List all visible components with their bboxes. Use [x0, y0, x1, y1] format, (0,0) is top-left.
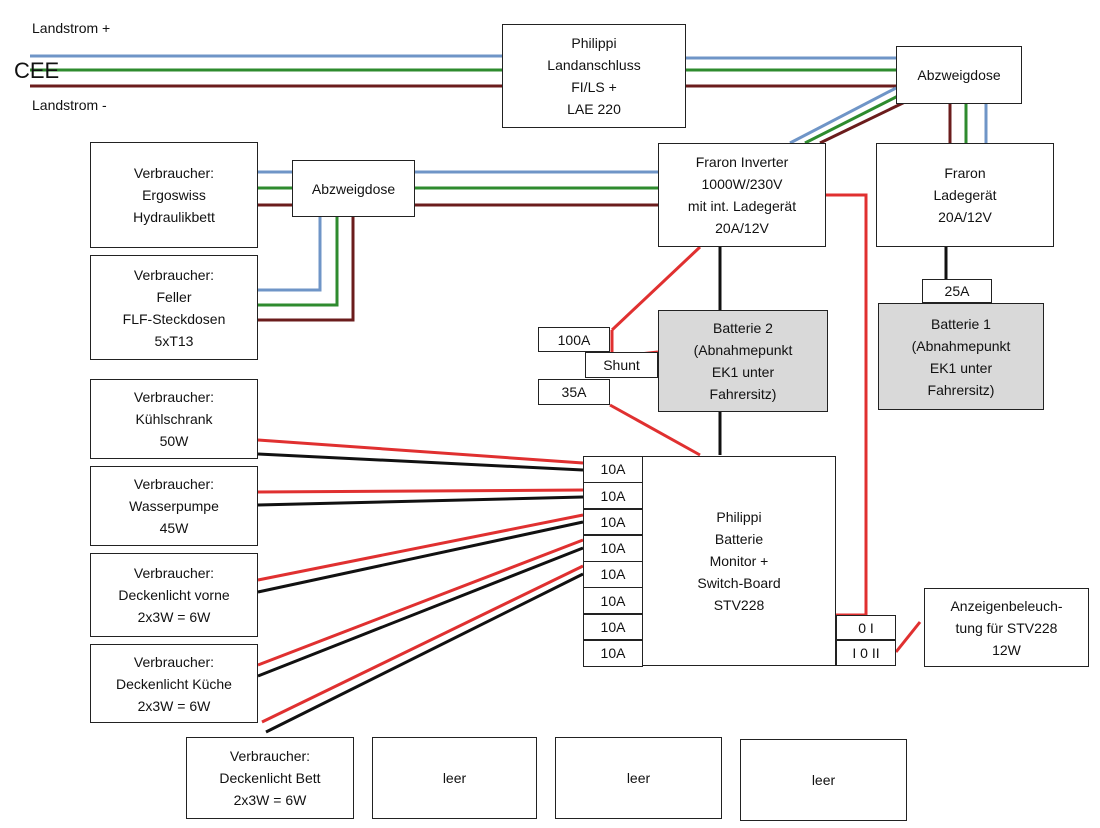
shunt-box: Shunt — [585, 352, 658, 378]
empty-slot-1: leer — [372, 737, 537, 819]
switchboard-fuse: 10A — [583, 561, 643, 588]
philippi-batterie-monitor-box: Philippi Batterie Monitor + Switch-Board… — [642, 456, 836, 666]
verbraucher-wasserpumpe-box: Verbraucher: Wasserpumpe 45W — [90, 466, 258, 546]
anzeigenbeleuchtung-box: Anzeigenbeleuch- tung für STV228 12W — [924, 588, 1089, 667]
switchboard-fuse: 10A — [583, 639, 643, 667]
verbraucher-ergoswiss-box: Verbraucher: Ergoswiss Hydraulikbett — [90, 142, 258, 248]
switch-i-0-ii: I 0 II — [836, 640, 896, 666]
landstrom-minus-label: Landstrom - — [32, 97, 107, 113]
verbraucher-deckenlicht-bett-box: Verbraucher: Deckenlicht Bett 2x3W = 6W — [186, 737, 354, 819]
philippi-landanschluss-box: Philippi Landanschluss FI/LS + LAE 220 — [502, 24, 686, 128]
switchboard-fuse: 10A — [583, 613, 643, 641]
switchboard-fuse: 10A — [583, 508, 643, 536]
abzweigdose-top-box: Abzweigdose — [896, 46, 1022, 104]
switchboard-fuse: 10A — [583, 534, 643, 562]
switch-0-i: 0 I — [836, 615, 896, 640]
empty-slot-2: leer — [555, 737, 722, 819]
fuse-35a: 35A — [538, 379, 610, 405]
verbraucher-feller-box: Verbraucher: Feller FLF-Steckdosen 5xT13 — [90, 255, 258, 360]
fuse-25a: 25A — [922, 279, 992, 303]
verbraucher-kuehlschrank-box: Verbraucher: Kühlschrank 50W — [90, 379, 258, 459]
shore-power-wires — [30, 54, 988, 145]
fraron-inverter-box: Fraron Inverter 1000W/230V mit int. Lade… — [658, 143, 826, 247]
abzweigdose-left-box: Abzweigdose — [292, 160, 415, 217]
fraron-ladegeraet-box: Fraron Ladegerät 20A/12V — [876, 143, 1054, 247]
switchboard-fuse: 10A — [583, 482, 643, 509]
empty-slot-3: leer — [740, 739, 907, 821]
cee-label: CEE — [14, 58, 60, 83]
fuse-100a: 100A — [538, 327, 610, 352]
ac-distribution-wires — [258, 170, 658, 322]
landstrom-plus-label: Landstrom + — [32, 20, 111, 36]
switchboard-fuse: 10A — [583, 456, 643, 483]
switchboard-fuse: 10A — [583, 587, 643, 614]
batterie-1-box: Batterie 1 (Abnahmepunkt EK1 unter Fahre… — [878, 303, 1044, 410]
verbraucher-deckenlicht-vorne-box: Verbraucher: Deckenlicht vorne 2x3W = 6W — [90, 553, 258, 637]
batterie-2-box: Batterie 2 (Abnahmepunkt EK1 unter Fahre… — [658, 310, 828, 412]
verbraucher-deckenlicht-kueche-box: Verbraucher: Deckenlicht Küche 2x3W = 6W — [90, 644, 258, 723]
